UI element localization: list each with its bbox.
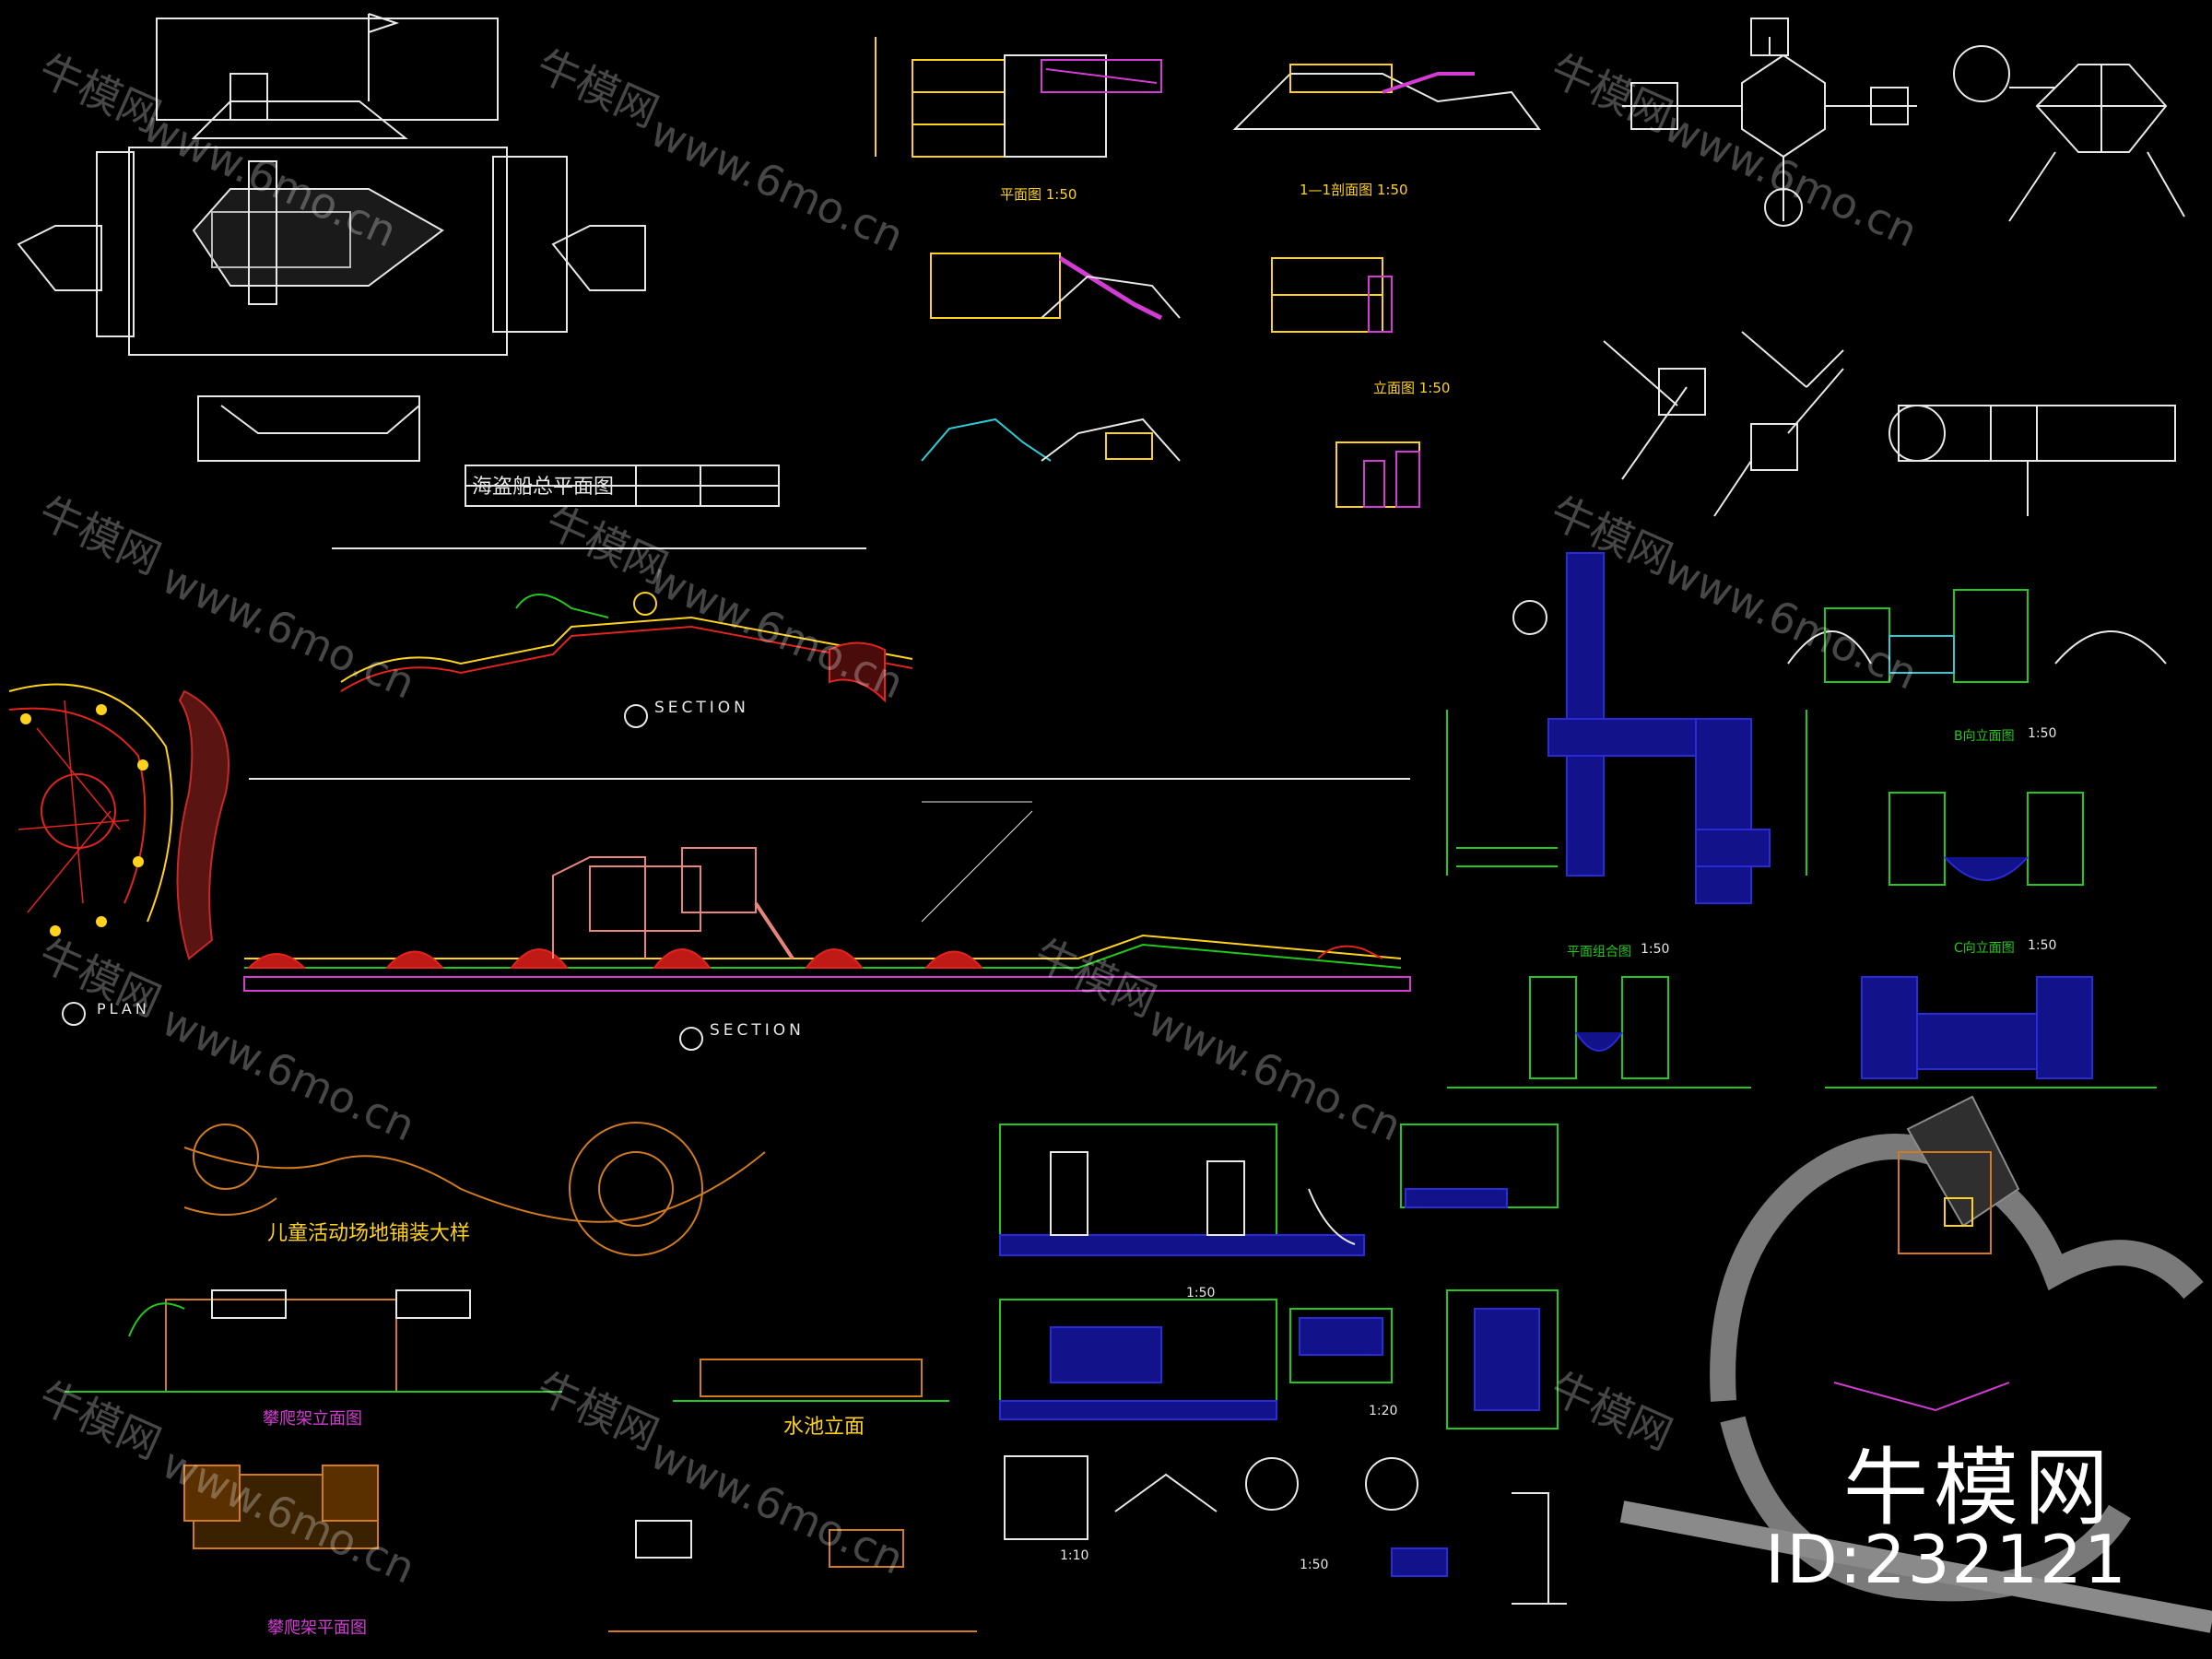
- play-structure-elevations: [875, 37, 1541, 508]
- section-150-label: 1—1剖面图 1:50: [1300, 182, 1408, 198]
- plan-combo-scale: 1:50: [1641, 942, 1670, 957]
- pirate-ship-drawing: [17, 13, 780, 507]
- c-elevation-scale: 1:50: [2028, 938, 2057, 953]
- detail-scale-2: 1:20: [1369, 1404, 1398, 1418]
- paved-path-plan: [1619, 1095, 2212, 1633]
- brand-name: 牛模网: [1843, 1439, 2115, 1537]
- b-elevation-scale: 1:50: [2028, 726, 2057, 741]
- section-c-label: SECTION: [654, 699, 749, 717]
- section-b-drawing: [243, 778, 1411, 1051]
- section-c-drawing: [332, 547, 913, 728]
- paving-and-climbing-frame: [65, 1122, 977, 1632]
- side-elevation-label: 立面图 1:50: [1373, 380, 1451, 396]
- plan-150-label: 平面图 1:50: [1000, 186, 1077, 203]
- climb-plan-title: 攀爬架平面图: [267, 1618, 367, 1638]
- detail-scale-4: 1:50: [1300, 1558, 1329, 1572]
- pirate-ship-title: 海盗船总平面图: [472, 476, 615, 499]
- detail-scale-1: 1:50: [1186, 1286, 1216, 1300]
- section-b-label: SECTION: [710, 1021, 805, 1040]
- bottom-center-details: [999, 1124, 1567, 1605]
- radial-plaza-plan: [8, 683, 229, 1026]
- climb-elevation-title: 攀爬架立面图: [263, 1409, 362, 1429]
- b-elevation-label: B向立面图: [1954, 729, 2015, 744]
- detail-scale-3: 1:10: [1060, 1548, 1089, 1563]
- plan-combo-label: 平面组合图: [1567, 945, 1631, 959]
- top-right-play-plans: [1603, 18, 2185, 517]
- pool-elevation-title: 水池立面: [783, 1416, 865, 1439]
- plan-a-label: PLAN: [97, 1000, 150, 1018]
- c-elevation-label: C向立面图: [1954, 941, 2015, 956]
- paving-title: 儿童活动场地铺装大样: [267, 1222, 471, 1245]
- brand-id: ID:232121: [1765, 1521, 2128, 1598]
- blue-play-structure: [1446, 552, 2167, 1088]
